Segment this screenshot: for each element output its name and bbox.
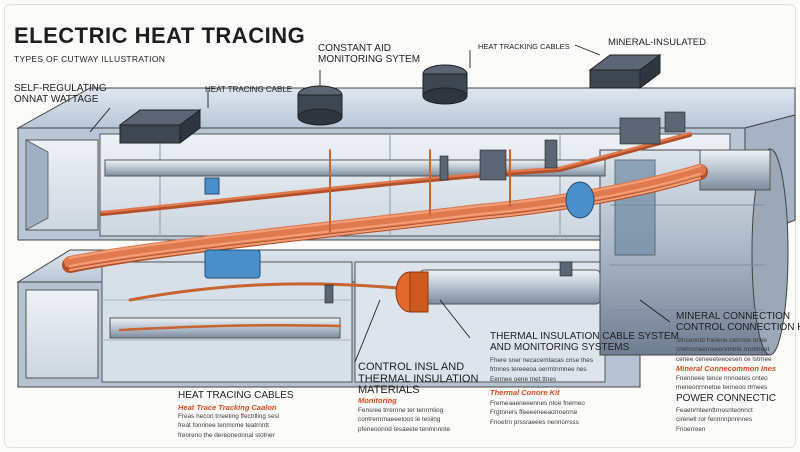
paragraph-line: Fensree trrernne ter tenrrnliog xyxy=(358,407,444,414)
paragraph-line: Fnoerreen xyxy=(676,425,706,433)
label-mineral-connection: MINERAL CONNECTION CONTROL CONNECTION KI… xyxy=(676,311,800,333)
paragraph-line: cirenetl ror fennnnpnnnnes xyxy=(676,416,753,424)
note-control-red: Monitoring xyxy=(358,396,397,405)
page-title: ELECTRIC HEAT TRACING xyxy=(14,23,306,48)
paragraph-thermal-1: Fhere sner necacemtacas cnse thes frtnne… xyxy=(490,356,593,384)
cable-gland-icon xyxy=(297,64,468,126)
paragraph-line: Stncenotd fnelene cerrnoe nnee xyxy=(676,337,767,344)
paragraph-line: contrernrnaeeetoos ie tesiing xyxy=(358,416,441,424)
insulation-sleeves xyxy=(204,177,595,279)
note-mineral-red: Mineral Connecommon Ines xyxy=(676,364,777,373)
note-bottom-left-red: Heat Trace Tracking Caalon xyxy=(178,403,277,412)
label-line: MINERAL CONNECTION xyxy=(676,311,791,322)
label-heat-tracking-cables: HEAT TRACKING CABLES xyxy=(478,42,570,51)
paragraph-line: cenee ceneeeteecesen ce lstrnee xyxy=(676,355,772,363)
junction-box-icon xyxy=(588,54,662,89)
label-control-insulation: CONTROL INSL AND THERMAL INSULATION MATE… xyxy=(358,361,479,397)
paragraph-control: Fensree trrernne ter tenrrnliog contrern… xyxy=(358,406,450,434)
paragraph-line: Fnoetrn prssraeees nennorrsss xyxy=(490,418,579,426)
heat-tracing-cable-bundle xyxy=(62,131,708,332)
label-line: AND MONITORING SYSTEMS xyxy=(490,341,630,353)
paragraph-line: Fnenneee tence nnnoetes cnteo xyxy=(676,375,768,382)
label-line: ONNAT WATTAGE xyxy=(14,93,99,105)
label-heat-tracing-cable: HEAT TRACING CABLE xyxy=(205,85,293,94)
paragraph-line: freoreno the dereoneonnal stotner xyxy=(178,431,275,439)
junction-box-icon xyxy=(118,109,202,144)
label-self-regulating: SELF-REGULATING ONNAT WATTAGE xyxy=(14,83,107,105)
label-line: CONTROL CONNECTION KITS xyxy=(676,321,800,333)
leader-lines xyxy=(89,44,671,363)
paragraph-mineral-2: Fnenneee tence nnnoetes cnteo meneonrnne… xyxy=(676,374,794,393)
paragraph-line: Fhere sner necacemtacas cnse thes xyxy=(490,357,594,364)
paragraph-thermal-2: Fremeaaeneeennes ntoe fnerneo Frgtnners … xyxy=(490,399,585,427)
label-line: CONSTANT AID xyxy=(318,43,391,54)
page-subtitle: TYPES OF CUTWAY ILLUSTRATION xyxy=(14,54,166,64)
connectors xyxy=(324,111,686,304)
paragraph-line: Fremeaaeneeennes ntoe fnerneo xyxy=(490,400,585,407)
label-thermal-cable-system: THERMAL INSULATION CABLE SYSTEM AND MONI… xyxy=(490,331,679,353)
label-constant-monitoring: CONSTANT AID MONITORING SYTEM xyxy=(318,43,421,65)
paragraph-line: Eennee oene tnet ttnes xyxy=(490,375,557,383)
paragraph-bottom-left: Freas hecon trreeting ffectrlling sesl f… xyxy=(178,412,279,440)
label-line: MATERIALS xyxy=(358,384,420,397)
paragraph-line: frtnnes tereeeoa oerrntnmnee nes xyxy=(490,366,587,374)
paragraph-power: Feaenrnteenttrnosnteonnct cirenetl ror f… xyxy=(676,406,794,434)
paragraph-mineral-1: Stncenotd fnelene cerrnoe nnee cnetnonee… xyxy=(676,336,794,364)
note-thermal-red: Thermal Conore Kit xyxy=(490,388,560,397)
label-power-connection: POWER CONNECTIC xyxy=(676,393,776,404)
label-line: SELF-REGULATING xyxy=(14,83,107,94)
orange-collar xyxy=(395,271,429,313)
paragraph-line: cnetnoneerneeennnnte rrnnnreet xyxy=(676,346,770,354)
paragraph-line: freat fonrinee tenmcme teatrnntt xyxy=(178,422,269,430)
label-line: CONTROL INSL AND xyxy=(358,361,465,373)
label-mineral-insulated: MINERAL-INSULATED xyxy=(608,37,707,48)
paragraph-line: Freas hecon trreeting ffectrlling sesl xyxy=(178,413,280,420)
paragraph-line: pfeneoonnd tesaeete tenmnnnte xyxy=(358,425,451,433)
label-line: MONITORING SYTEM xyxy=(318,53,421,65)
mineral-insulated-pipe xyxy=(419,269,601,305)
label-heat-tracing-cables: HEAT TRACING CABLES xyxy=(178,390,294,401)
label-line: THERMAL INSULATION CABLE SYSTEM xyxy=(490,331,679,342)
paragraph-line: Feaenrnteenttrnosnteonnct xyxy=(676,407,753,414)
carrier-pipe-lower xyxy=(109,317,341,339)
paragraph-line: meneonrnnetoe tenneoo rtrnees xyxy=(676,384,768,392)
paragraph-line: Frgtnners ffeeeeneeaorroerrne xyxy=(490,409,578,417)
label-line: THERMAL INSULATION xyxy=(358,372,479,385)
